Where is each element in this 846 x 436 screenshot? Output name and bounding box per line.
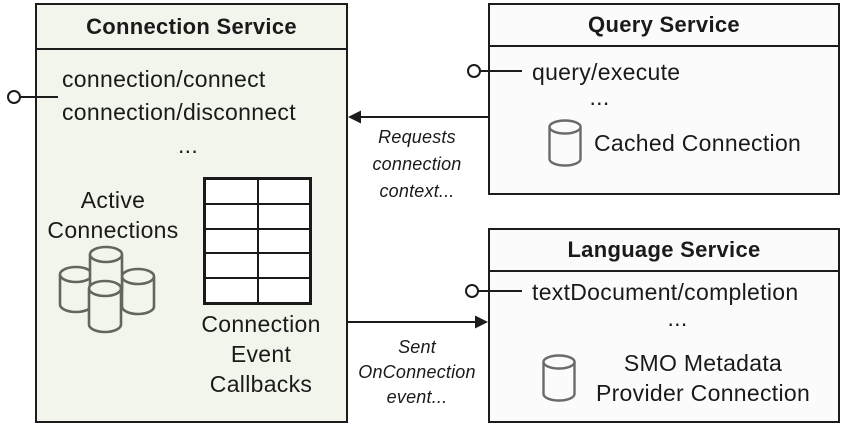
language-methods-ellipsis: ... — [667, 305, 688, 331]
smo-provider-label: SMO Metadata Provider Connection — [595, 350, 811, 406]
request-arrowhead-icon — [348, 110, 361, 124]
language-interface-lollipop-icon — [465, 284, 479, 298]
connection-service-title: Connection Service — [37, 5, 346, 50]
language-service-title: Language Service — [490, 230, 838, 272]
table-cell — [205, 179, 258, 204]
table-cell — [257, 228, 310, 254]
table-cell — [257, 253, 310, 279]
table-cell — [205, 203, 258, 229]
callbacks-table — [203, 177, 312, 305]
active-connections-label: Active Connections — [47, 187, 179, 243]
connection-event-callbacks-label: Connection Event Callbacks — [201, 311, 321, 397]
connection-methods: connection/connect connection/disconnect… — [62, 63, 314, 162]
database-icon — [548, 119, 582, 167]
table-cell — [257, 203, 310, 229]
query-service-box: Query Service query/execute ... Cached C… — [488, 3, 840, 195]
method-query-execute: query/execute — [532, 59, 681, 85]
query-interface-lollipop-icon — [467, 64, 481, 78]
method-connection-disconnect: connection/disconnect — [62, 99, 296, 125]
sent-arrowhead-icon — [475, 315, 488, 329]
sent-onconnection-event-label: Sent OnConnection event... — [358, 337, 476, 407]
smo-provider-item: SMO Metadata Provider Connection — [542, 348, 818, 408]
table-cell — [257, 278, 310, 303]
cached-connection-label: Cached Connection — [594, 129, 802, 156]
table-cell — [205, 278, 258, 303]
database-icon — [542, 354, 576, 402]
cached-connection-item: Cached Connection — [548, 119, 801, 167]
methods-ellipsis: ... — [177, 132, 199, 158]
method-connection-connect: connection/connect — [62, 66, 266, 92]
language-service-box: Language Service textDocument/completion… — [488, 228, 840, 423]
query-service-title: Query Service — [490, 5, 838, 47]
requests-connection-context-label: Requests connection context... — [372, 127, 462, 201]
method-textdocument-completion: textDocument/completion — [532, 279, 799, 305]
table-cell — [257, 179, 310, 204]
connection-service-box: Connection Service connection/connect co… — [35, 3, 348, 423]
database-cluster-icon — [58, 245, 156, 334]
table-cell — [205, 228, 258, 254]
table-cell — [205, 253, 258, 279]
connection-interface-lollipop-icon — [7, 90, 21, 104]
query-methods-ellipsis: ... — [589, 84, 610, 110]
